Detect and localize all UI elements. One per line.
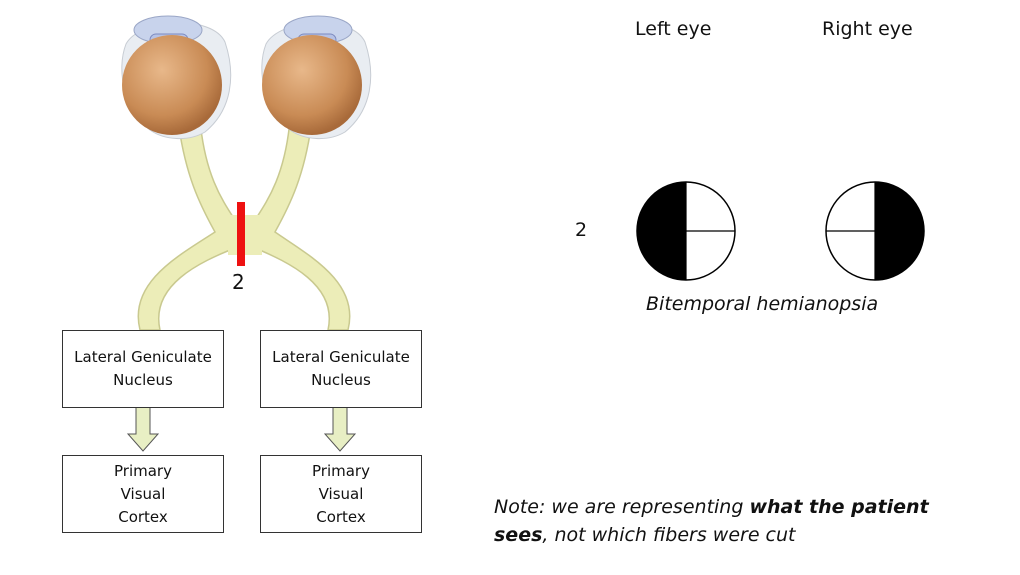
cortex-right-line1: Primary bbox=[312, 461, 370, 480]
right-eye-illustration bbox=[261, 15, 372, 139]
lgn-right-box: Lateral Geniculate Nucleus bbox=[260, 330, 422, 408]
note-part2: , not which fibers were cut bbox=[542, 524, 796, 546]
left-eye-illustration bbox=[121, 15, 232, 139]
right-optic-nerve bbox=[254, 119, 351, 331]
right-eye-heading: Right eye bbox=[822, 18, 913, 40]
cortex-left-line2: Visual bbox=[120, 484, 166, 503]
field-row-label: 2 bbox=[575, 219, 588, 241]
cortex-left-line3: Cortex bbox=[118, 507, 168, 526]
cortex-right-line2: Visual bbox=[318, 484, 364, 503]
lgn-right-line1: Lateral Geniculate bbox=[272, 348, 410, 366]
cortex-right-line3: Cortex bbox=[316, 507, 366, 526]
cortex-left-line1: Primary bbox=[114, 461, 172, 480]
lgn-right-line2: Nucleus bbox=[311, 371, 371, 389]
cortex-right-box: Primary Visual Cortex bbox=[260, 455, 422, 533]
deficit-caption: Bitemporal hemianopsia bbox=[646, 293, 879, 315]
note-text: Note: we are representing what the patie… bbox=[494, 493, 929, 549]
arrow-left bbox=[126, 406, 160, 452]
right-eye-visual-field bbox=[825, 181, 925, 281]
lgn-left-line2: Nucleus bbox=[113, 371, 173, 389]
lesion-marker bbox=[237, 202, 245, 266]
note-bold2: sees bbox=[494, 524, 543, 546]
left-eye-visual-field bbox=[636, 181, 736, 281]
lgn-left-box: Lateral Geniculate Nucleus bbox=[62, 330, 224, 408]
lgn-left-line1: Lateral Geniculate bbox=[74, 348, 212, 366]
cortex-left-box: Primary Visual Cortex bbox=[62, 455, 224, 533]
lesion-label: 2 bbox=[232, 270, 245, 294]
note-part1: Note: we are representing bbox=[494, 496, 750, 518]
left-eye-heading: Left eye bbox=[635, 18, 712, 40]
note-bold1: what the patient bbox=[749, 496, 929, 518]
left-optic-nerve bbox=[137, 119, 236, 331]
arrow-right bbox=[323, 406, 357, 452]
